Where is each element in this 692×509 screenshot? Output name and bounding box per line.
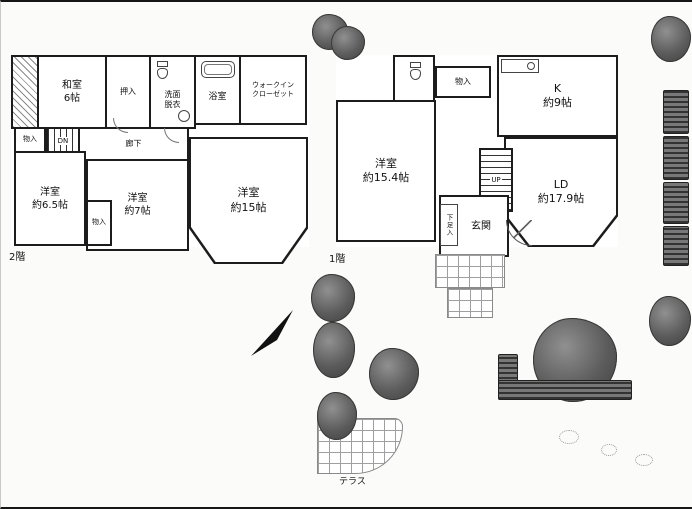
closet-label: 押入	[120, 86, 136, 96]
kitchen-counter-icon	[501, 59, 539, 73]
room-2f-bath: 浴室	[194, 55, 241, 125]
closet-2f-storage-top: 物入	[14, 127, 46, 153]
room-1f-wc	[393, 55, 435, 102]
tree-left	[313, 322, 355, 378]
storage-label: 物入	[455, 76, 471, 86]
tree-middle	[369, 348, 419, 400]
tree-top-left	[331, 26, 365, 60]
hedge-right	[663, 90, 689, 134]
bath-label: 浴室	[208, 92, 227, 103]
tokonoma-hatch	[11, 55, 39, 129]
shrub	[635, 454, 653, 466]
room-label: LD 約17.9帖	[537, 177, 585, 205]
genkan-label: 玄関	[471, 220, 491, 232]
room-label: 洋室 約7帖	[124, 193, 151, 217]
closet-1f-storage: 物入	[435, 66, 491, 98]
toilet-icon	[409, 62, 422, 80]
room-1f-kitchen: K 約9帖	[497, 55, 618, 137]
floor1-label: 1階	[329, 254, 346, 265]
tree-left	[311, 274, 355, 322]
hedge-garden-horizontal	[498, 380, 632, 400]
room-2f-western15: 洋室 約15帖	[189, 137, 308, 264]
shoe-storage-label: 下足入	[445, 213, 453, 237]
room-label: 洋室 約15.4帖	[362, 156, 410, 184]
storage-label: 物入	[92, 218, 106, 227]
entrance-path-tiles	[447, 288, 493, 318]
storage-label: 物入	[23, 135, 37, 144]
room-label: 洋室 約15帖	[230, 186, 267, 214]
closet-shoe-storage: 下足入	[440, 204, 458, 246]
room-label: 洋室 約6.5帖	[32, 186, 68, 211]
room-2f-washroom: 洗面 脱衣	[149, 55, 196, 129]
sink-icon	[178, 110, 190, 122]
bathtub-icon	[201, 61, 235, 78]
stairs-up-label: UP	[490, 176, 502, 184]
washroom-label: 洗面 脱衣	[164, 89, 181, 109]
north-arrow-icon	[251, 310, 293, 356]
stairs-down-label: DN	[56, 137, 70, 145]
tree-top-right	[651, 16, 691, 62]
kitchen-sink-icon	[527, 62, 535, 70]
hallway-label: 廊下	[125, 138, 142, 148]
tree-left	[317, 392, 357, 440]
room-2f-western65: 洋室 約6.5帖	[14, 151, 86, 246]
room-1f-western154: 洋室 約15.4帖	[336, 100, 436, 242]
entrance-path-tiles	[435, 254, 505, 288]
room-2f-washitsu: 和室 6帖	[37, 55, 107, 129]
room-label: K 約9帖	[543, 81, 572, 109]
toilet-icon	[156, 61, 169, 79]
hedge-right	[663, 226, 689, 266]
terrace-label: テラス	[339, 477, 366, 487]
hedge-right	[663, 182, 689, 224]
walkin-closet-label: ウォークイン クローゼット	[252, 80, 294, 98]
floor2-label: 2階	[9, 252, 26, 263]
shrub	[559, 430, 579, 444]
closet-2f-storage-mid: 物入	[86, 200, 112, 246]
hedge-right	[663, 136, 689, 180]
closet-2f-oshiire: 押入	[105, 55, 151, 129]
room-label: 和室 6帖	[62, 80, 82, 104]
shrub	[601, 444, 617, 456]
closet-2f-walkin: ウォークイン クローゼット	[239, 55, 307, 125]
tree-right	[649, 296, 691, 346]
